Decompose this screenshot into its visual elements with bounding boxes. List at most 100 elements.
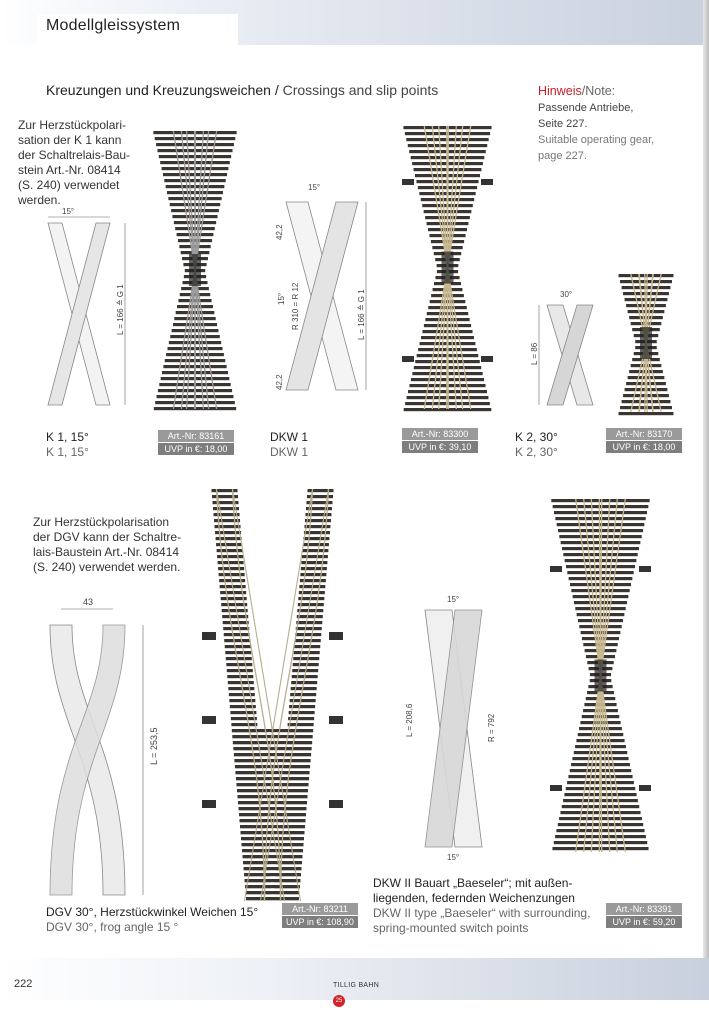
section-title: Kreuzungen und Kreuzungsweichen / Crossi…: [46, 82, 438, 98]
drive-box: [202, 716, 216, 724]
k2-price-badge: Art.-Nr: 83170 UVP in €: 18,00: [606, 428, 682, 453]
sleeper: [560, 811, 641, 815]
sleeper: [226, 663, 253, 667]
sleeper: [222, 621, 249, 625]
sleeper: [243, 867, 302, 871]
sleeper: [288, 717, 315, 721]
note-line: Passende Antriebe,: [538, 102, 634, 114]
drive-box: [639, 566, 651, 572]
sleeper: [224, 645, 251, 649]
dkw2-track-image: [550, 498, 651, 853]
dkw2-radius-label: R = 792: [487, 713, 496, 742]
sleeper: [300, 567, 327, 571]
dkw2-schematic: 15° L = 208,6 R = 792 15°: [405, 595, 496, 862]
sleeper: [621, 400, 671, 404]
sleeper: [295, 627, 322, 631]
sleeper: [295, 633, 322, 637]
k2-name-de: K 2, 30°: [515, 430, 558, 444]
sleeper: [565, 787, 636, 791]
drive-box: [550, 785, 562, 791]
sleeper: [236, 783, 309, 787]
sleeper: [225, 657, 252, 661]
drive-box: [202, 632, 216, 640]
k2-price: UVP in €: 18,00: [606, 441, 682, 453]
sleeper: [217, 555, 244, 559]
dkw2-name-de-2: liegenden, federnden Weichenzungen: [373, 891, 575, 905]
dkw1-price-badge: Art.-Nr: 83300 UVP in €: 39,10: [402, 428, 478, 453]
sleeper: [560, 541, 641, 545]
sleeper: [242, 855, 303, 859]
sleeper: [214, 525, 241, 529]
sleeper: [234, 765, 311, 769]
sleeper: [403, 408, 492, 412]
dgv-price-badge: Art.-Nr: 83211 UVP in €: 108,90: [282, 903, 358, 928]
sleeper: [230, 711, 257, 715]
k2-angle-label: 30°: [560, 290, 572, 299]
sleeper: [626, 382, 666, 386]
rail: [259, 488, 330, 902]
k1-length-label: L = 166 ≙ G 1: [116, 284, 125, 335]
sleeper: [225, 651, 252, 655]
sleeper: [221, 609, 248, 613]
sleeper: [559, 817, 642, 821]
drive-box: [639, 785, 651, 791]
rail: [279, 488, 330, 902]
sleeper: [231, 723, 258, 727]
drive-box: [329, 800, 343, 808]
k2-track-image: [618, 273, 674, 416]
dgv-caption: DGV 30°, Herzstückwinkel Weichen 15° DGV…: [46, 905, 258, 935]
sleeper: [224, 639, 251, 643]
sleeper: [239, 819, 306, 823]
k1-angle-label: 15°: [62, 207, 74, 216]
k1-schematic: 15° L = 166 ≙ G 1: [47, 207, 126, 406]
sleeper: [237, 795, 308, 799]
dkw1-bottom-label: 42,2: [275, 374, 284, 390]
sleeper: [289, 699, 316, 703]
sleeper: [213, 513, 240, 517]
sleeper: [240, 831, 305, 835]
dgv-price: UVP in €: 108,90: [282, 916, 358, 928]
sleeper: [211, 489, 238, 493]
k1-art-number: Art.-Nr: 83161: [158, 430, 234, 442]
sleeper: [303, 531, 330, 535]
sleeper: [618, 274, 674, 278]
sleeper: [306, 501, 333, 505]
sleeper: [244, 873, 301, 877]
sleeper: [302, 543, 329, 547]
dkw2-name-de-1: DKW II Bauart „Baeseler“; mit außen-: [373, 876, 573, 890]
intro-line: (S. 240) verwendet: [18, 178, 120, 192]
dkw1-radius-label: R 310 = R 12: [291, 282, 300, 330]
sleeper: [241, 837, 304, 841]
sleeper: [305, 507, 332, 511]
sleeper: [293, 651, 320, 655]
note-line: page 227.: [538, 150, 587, 162]
sleeper: [294, 639, 321, 643]
sleeper: [620, 406, 672, 410]
sleeper: [242, 849, 303, 853]
k1-price-badge: Art.-Nr: 83161 UVP in €: 18,00: [158, 430, 234, 455]
sleeper: [553, 511, 648, 515]
intro-line: lais-Baustein Art.-Nr. 08414: [33, 545, 180, 559]
sleeper: [238, 801, 307, 805]
sleeper: [621, 286, 671, 290]
dkw2-price-badge: Art.-Nr: 83391 UVP in €: 59,20: [606, 903, 682, 928]
sleeper: [403, 126, 492, 130]
sleeper: [296, 621, 323, 625]
sleeper: [409, 384, 486, 388]
sleeper: [239, 813, 306, 817]
sleeper: [551, 499, 650, 503]
sleeper: [233, 753, 312, 757]
dkw1-caption: DKW 1 DKW 1: [270, 430, 308, 460]
sleeper: [301, 561, 328, 565]
dkw2-art-number: Art.-Nr: 83391: [606, 903, 682, 915]
sleeper: [236, 789, 309, 793]
sleeper: [232, 741, 313, 745]
sleeper: [301, 555, 328, 559]
sleeper: [306, 495, 333, 499]
intro-line: stein Art.-Nr. 08414: [18, 163, 121, 177]
sleeper: [293, 657, 320, 661]
intro-dgv: Zur Herzstückpolarisation der DGV kann d…: [33, 515, 181, 575]
k2-length-label: L = 86: [530, 342, 539, 365]
note-label-en: Note:: [585, 84, 616, 98]
dkw1-art-number: Art.-Nr: 83300: [402, 428, 478, 440]
